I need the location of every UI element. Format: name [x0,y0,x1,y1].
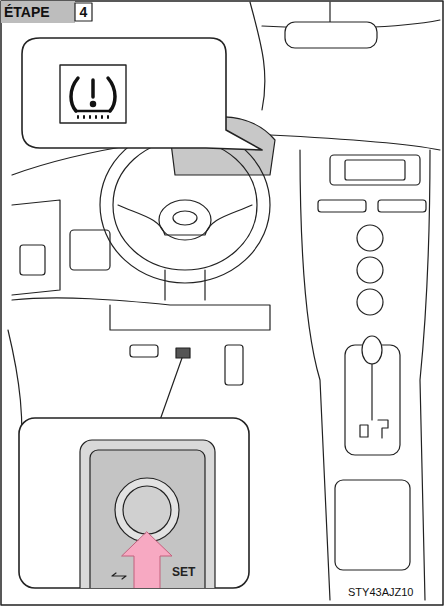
center-vent [378,200,426,212]
steering-hub [159,200,211,240]
audio-screen [330,155,420,185]
switch-symbol [112,573,126,579]
switch-face [90,450,205,588]
indicator-frame [60,65,126,123]
leader-line [160,358,182,420]
dash-lower [12,298,270,330]
windshield-edge [250,2,440,110]
steering-spokes [118,205,252,235]
climate-knob [357,225,383,251]
console-tray [335,480,410,570]
switch-body [80,440,215,588]
mirror-stem [329,2,330,22]
step-number-box [75,3,92,21]
steering-wheel-inner [113,140,257,270]
switch-label: SET [172,566,195,578]
climate-knob [357,289,383,315]
center-console [300,150,430,600]
steering-emblem [173,211,197,225]
step-header [1,1,75,23]
step-number: 4 [75,5,92,19]
pedal [225,345,243,385]
steering-wheel-rim [100,127,270,283]
reset-button-cap [123,486,171,534]
tpms-reset-switch-location [176,348,190,358]
tpms-warning-icon [71,78,115,118]
steering-column [165,270,205,300]
pedal [130,345,158,357]
window-switch [20,245,45,275]
switch-panel [70,230,110,270]
shift-lever [371,364,372,420]
rear-mirror [285,22,377,48]
shift-knob [362,336,382,364]
side-vent-panel [12,200,60,295]
step-label: ÉTAPE [4,5,50,19]
center-vent [318,200,366,212]
audio-display [345,160,405,180]
callout-bubble [22,38,262,150]
press-arrow [122,532,172,588]
figure-code: STY43AJZ10 [348,587,413,598]
climate-knob [357,257,383,283]
shift-pattern [360,420,388,438]
